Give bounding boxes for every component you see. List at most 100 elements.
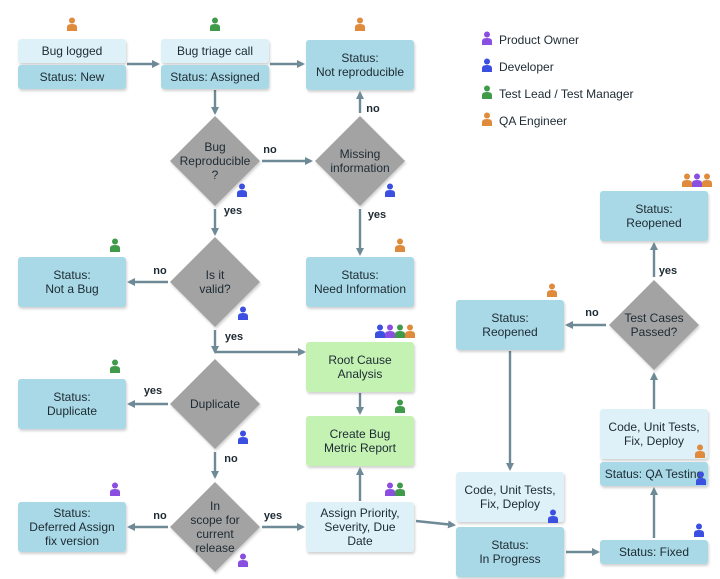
node-label: Passed? [631, 325, 678, 339]
node-box [600, 540, 708, 564]
developer-icon [237, 183, 247, 197]
node-dev-code-unit-tests: Code, Unit Tests,Fix, Deploy [456, 472, 564, 522]
edge-label-duplicate-yes: yes [144, 385, 162, 397]
developer-icon [482, 58, 492, 72]
qa-engineer-icon [682, 173, 692, 187]
node-box [18, 502, 126, 552]
legend-item-qa-engineer: QA Engineer [482, 112, 567, 128]
node-box [456, 527, 564, 577]
node-label: Fix, Deploy [624, 434, 684, 448]
legend-label: QA Engineer [499, 114, 567, 128]
test-lead-icon [395, 482, 405, 496]
test-lead-icon [482, 85, 492, 99]
qa-engineer-icon [695, 444, 705, 458]
node-label: In [210, 499, 220, 513]
test-lead-icon [110, 359, 120, 373]
node-status-need-information: Status:Need Information [306, 257, 414, 307]
node-label: Need Information [314, 282, 406, 296]
node-label: Not reproducible [316, 65, 404, 79]
legend-item-product-owner: Product Owner [482, 31, 579, 47]
edge-label-valid-yes: yes [225, 331, 243, 343]
node-label: Status: Fixed [619, 545, 689, 559]
legend-item-developer: Developer [482, 58, 554, 74]
node-box [18, 257, 126, 307]
product-owner-icon [385, 324, 395, 338]
node-box [600, 191, 708, 241]
node-label: valid? [199, 282, 231, 296]
developer-icon [696, 471, 706, 485]
node-label: fix version [45, 534, 99, 548]
node-box [18, 65, 126, 89]
node-label: information [330, 161, 389, 175]
test-lead-icon [395, 399, 405, 413]
node-label: Status: [341, 268, 378, 282]
node-label: Assign Priority, [320, 506, 399, 520]
node-box [161, 65, 269, 89]
node-status-reopened-left: Status:Reopened [456, 300, 564, 350]
node-label: Status: New [40, 70, 105, 84]
edge-label-passed-yes: yes [659, 265, 677, 277]
node-box [306, 416, 414, 466]
node-box [306, 502, 414, 552]
developer-icon [548, 509, 558, 523]
developer-icon [375, 324, 385, 338]
qa-engineer-icon [355, 17, 365, 31]
node-status-reopened-top: Status:Reopened [600, 191, 708, 241]
test-lead-icon [395, 324, 405, 338]
node-label: Metric Report [324, 441, 397, 455]
connectors [127, 60, 658, 556]
node-label: Not a Bug [45, 282, 98, 296]
edge-label-scope-no: no [153, 510, 167, 522]
legend-label: Test Lead / Test Manager [499, 87, 634, 101]
node-label: current [196, 527, 234, 541]
node-label: Date [347, 534, 373, 548]
node-label: Status: Assigned [170, 70, 259, 84]
decision-diamond [315, 116, 405, 206]
node-label: Status: [635, 202, 672, 216]
node-label: Reopened [482, 325, 537, 339]
node-status-fixed: Status: Fixed [600, 540, 708, 564]
node-box [18, 379, 126, 429]
decision-diamond [170, 237, 260, 327]
node-box [306, 40, 414, 90]
node-status-not-a-bug: Status:Not a Bug [18, 257, 126, 307]
edge-label-missing-no: no [366, 103, 380, 115]
node-label: Severity, Due [324, 520, 395, 534]
node-label: Is it [206, 268, 225, 282]
decision-diamond [170, 359, 260, 449]
node-box [161, 39, 269, 63]
node-box [306, 342, 414, 392]
edge-label-valid-no: no [153, 265, 167, 277]
node-label: Bug logged [42, 44, 103, 58]
node-label: Status: [53, 268, 90, 282]
node-status-in-progress: Status:In Progress [456, 527, 564, 577]
edge-label-passed-no: no [585, 307, 599, 319]
node-label: Missing [340, 147, 381, 161]
node-label: Fix, Deploy [480, 497, 540, 511]
node-label: Status: [53, 506, 90, 520]
node-status-new: Status: New [18, 65, 126, 89]
node-box [600, 409, 708, 459]
node-label: Code, Unit Tests, [464, 483, 555, 497]
developer-icon [238, 430, 248, 444]
test-lead-icon [210, 17, 220, 31]
node-label: In Progress [479, 552, 540, 566]
qa-engineer-icon [395, 238, 405, 252]
qa-engineer-icon [405, 324, 415, 338]
node-label: release [195, 541, 235, 555]
legend-item-test-lead: Test Lead / Test Manager [482, 85, 634, 101]
node-label: Duplicate [190, 397, 240, 411]
node-status-qa-testing: Status: QA Testing [600, 462, 708, 486]
node-status-duplicate: Status:Duplicate [18, 379, 126, 429]
test-lead-icon [110, 238, 120, 252]
node-box [306, 257, 414, 307]
product-owner-icon [238, 553, 248, 567]
